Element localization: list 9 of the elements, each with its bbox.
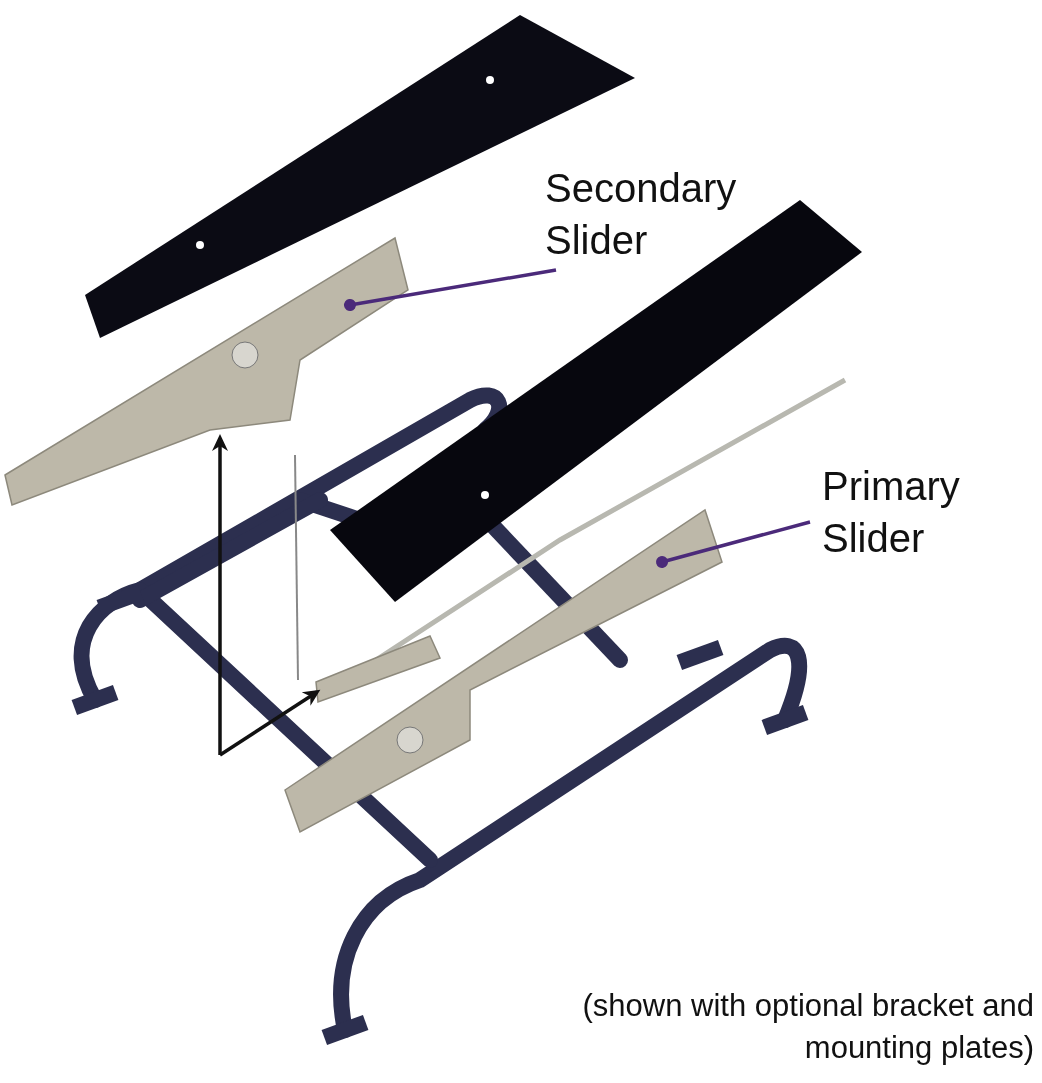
part-label: Primary Slider bbox=[822, 460, 1042, 564]
leader-line bbox=[344, 268, 557, 311]
caption: (shown with optional bracket and mounting plates) bbox=[581, 987, 1034, 1067]
arrow bbox=[212, 434, 228, 755]
leader-line bbox=[656, 520, 811, 568]
slider-rail bbox=[284, 508, 723, 834]
arrow bbox=[219, 689, 321, 757]
part-label: Secondary Slider bbox=[545, 162, 775, 266]
slider-rail bbox=[4, 236, 409, 506]
